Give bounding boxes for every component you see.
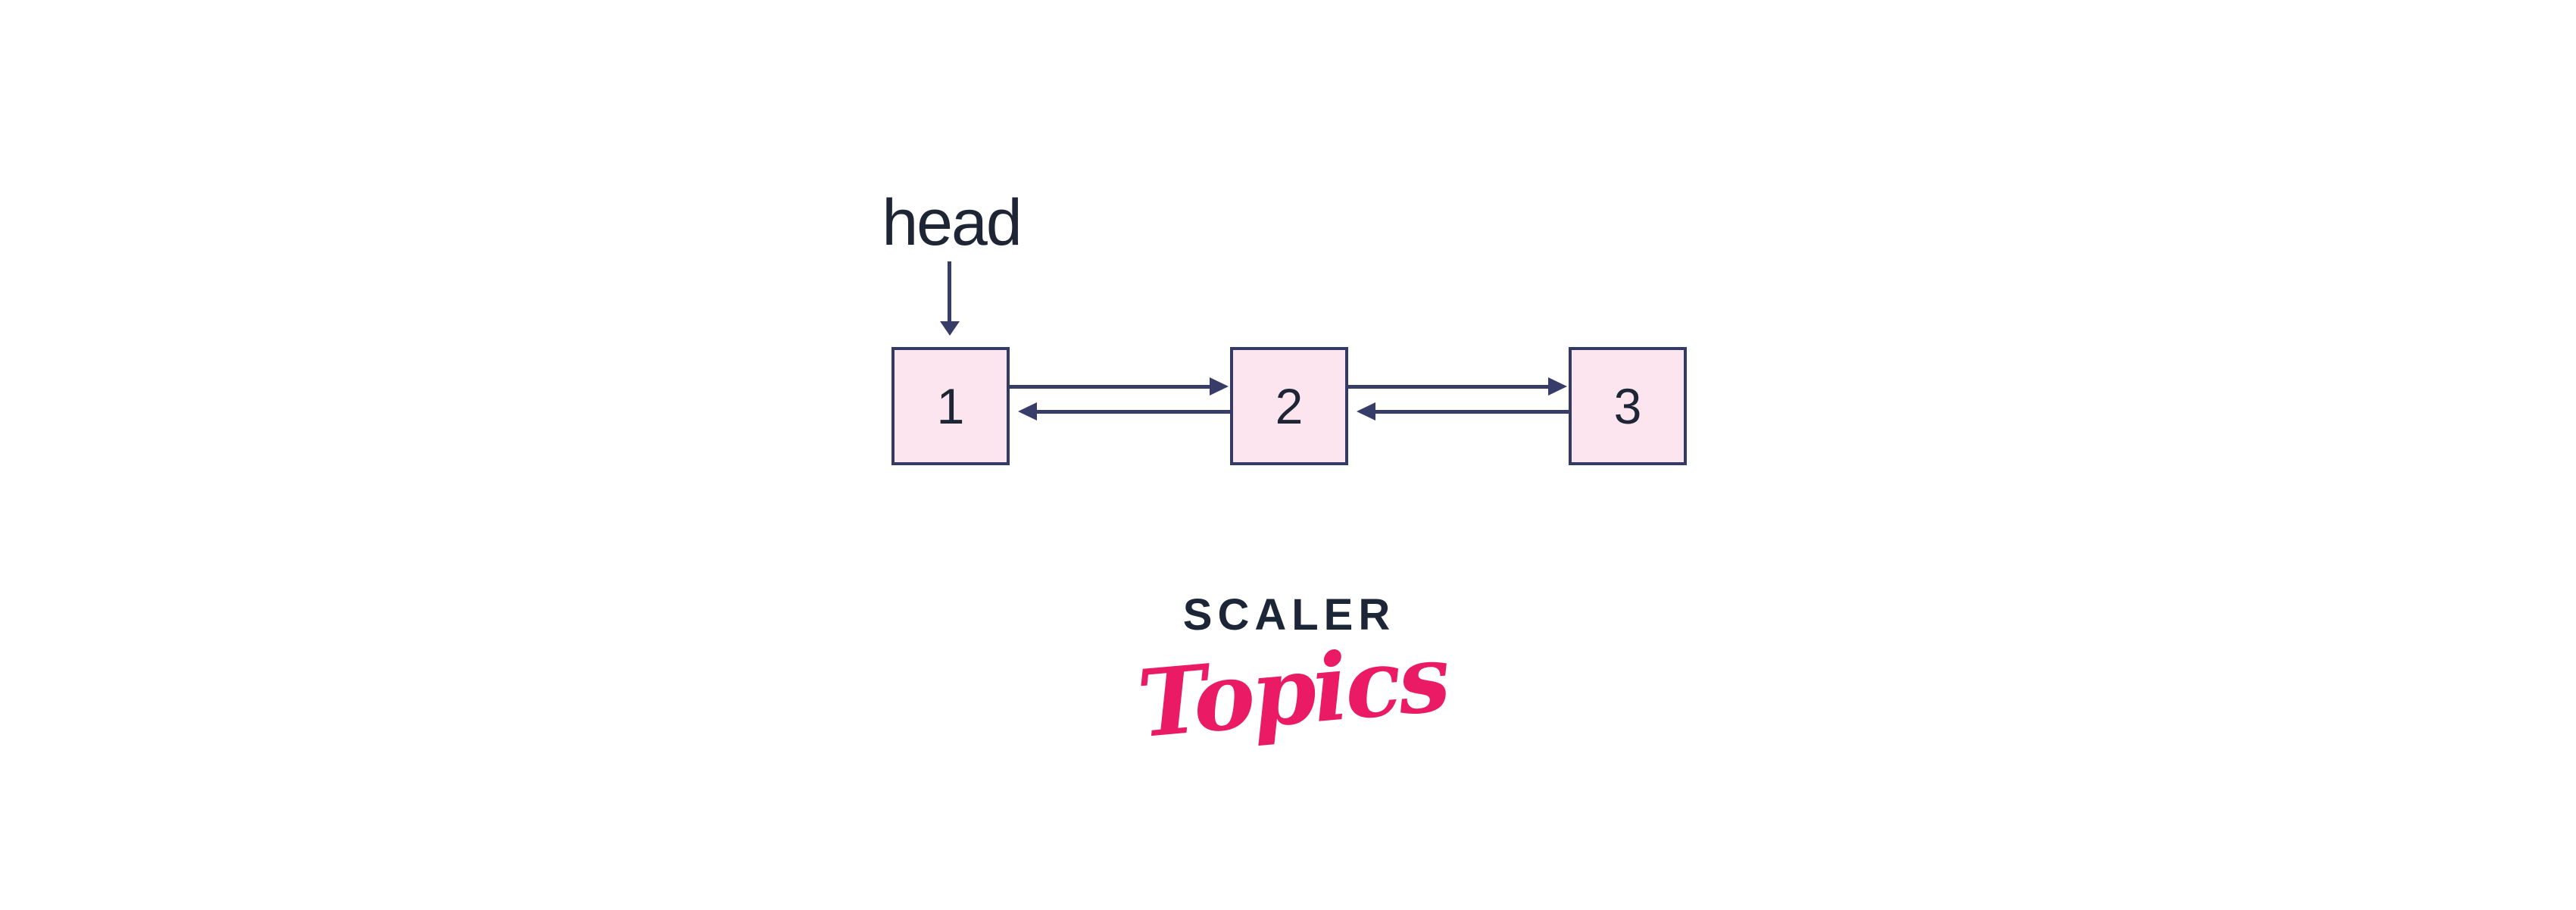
list-node-2: 2 bbox=[1230, 347, 1348, 465]
head-pointer-label: head bbox=[882, 186, 1022, 259]
arrow-line bbox=[1375, 410, 1569, 414]
arrow-line bbox=[1037, 410, 1231, 414]
list-node-1: 1 bbox=[891, 347, 1010, 465]
arrow-right-icon bbox=[1548, 377, 1567, 396]
node-value: 2 bbox=[1275, 378, 1304, 434]
head-arrow-line bbox=[948, 261, 951, 322]
arrow-right-icon bbox=[1210, 377, 1229, 396]
logo-sub-text: Topics bbox=[1133, 623, 1452, 759]
node-value: 1 bbox=[936, 378, 965, 434]
arrow-left-icon bbox=[1018, 402, 1037, 421]
arrow-line bbox=[1348, 385, 1548, 389]
logo-brand-text: SCALER bbox=[1182, 590, 1396, 640]
arrow-line bbox=[1010, 385, 1210, 389]
node-value: 3 bbox=[1613, 378, 1642, 434]
list-node-3: 3 bbox=[1569, 347, 1687, 465]
scaler-topics-logo: SCALER Topics bbox=[1133, 589, 1451, 758]
head-arrow-down-icon bbox=[940, 321, 960, 336]
arrow-left-icon bbox=[1357, 402, 1375, 421]
